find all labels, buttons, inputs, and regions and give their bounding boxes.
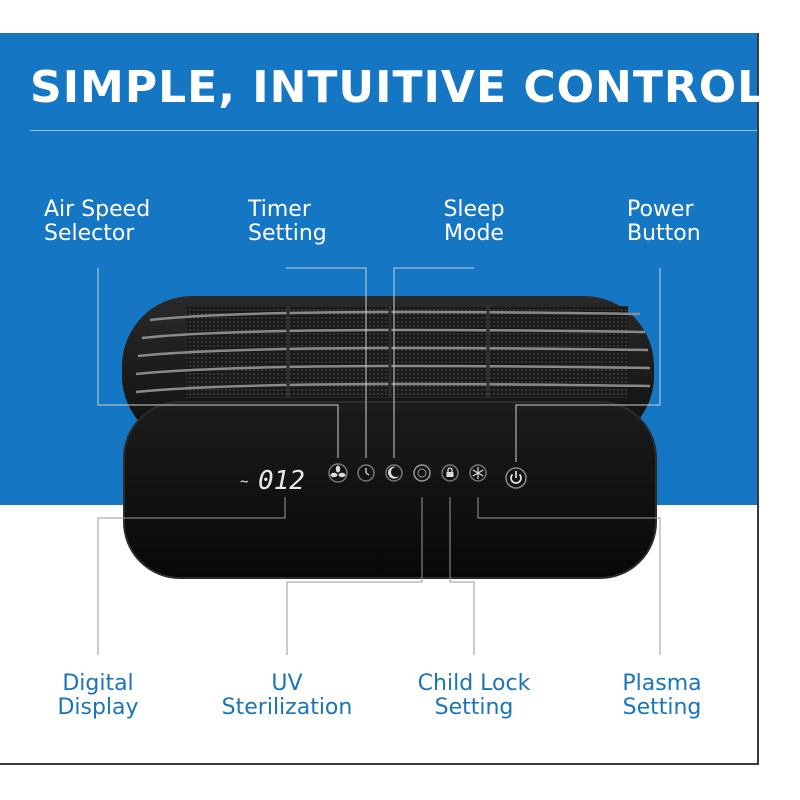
sleep-button[interactable] — [385, 464, 403, 482]
clock-icon — [365, 468, 370, 476]
label-child-lock-setting: Child Lock Setting — [417, 671, 531, 720]
label-power-button: Power Button — [627, 197, 701, 246]
headline-divider — [30, 130, 757, 131]
frame-border-bottom — [0, 763, 759, 765]
power-button[interactable] — [505, 467, 527, 489]
leader-lines-bottom — [97, 497, 661, 655]
label-digital-display: Digital Display — [57, 671, 139, 720]
plasma-button[interactable] — [469, 464, 487, 482]
grille-dividers — [286, 306, 490, 398]
power-icon — [510, 471, 522, 484]
label-air-speed-selector: Air Speed Selector — [44, 197, 151, 246]
snowflake-icon — [472, 467, 484, 479]
label-plasma-setting: Plasma Setting — [622, 671, 702, 720]
control-face — [123, 401, 657, 579]
child-lock-button[interactable] — [441, 464, 459, 482]
leader-lines-top — [97, 267, 661, 462]
grille-mesh — [186, 306, 628, 398]
fan-button[interactable] — [328, 463, 348, 483]
label-sleep-mode: Sleep Mode — [443, 197, 505, 246]
frame-border-right — [757, 33, 759, 763]
display-dash: ~ — [240, 474, 248, 490]
lock-icon — [446, 467, 454, 477]
fan-icon — [330, 465, 346, 478]
moon-icon — [388, 466, 399, 479]
display-readout: 012 — [258, 466, 305, 496]
headline: SIMPLE, INTUITIVE CONTROLS — [30, 62, 799, 113]
timer-button[interactable] — [357, 464, 375, 482]
label-timer-setting: Timer Setting — [248, 197, 327, 246]
label-uv-sterilization: UV Sterilization — [221, 671, 353, 720]
uv-icon — [413, 464, 431, 482]
uv-button[interactable] — [413, 464, 431, 482]
grille-slats — [135, 310, 651, 394]
